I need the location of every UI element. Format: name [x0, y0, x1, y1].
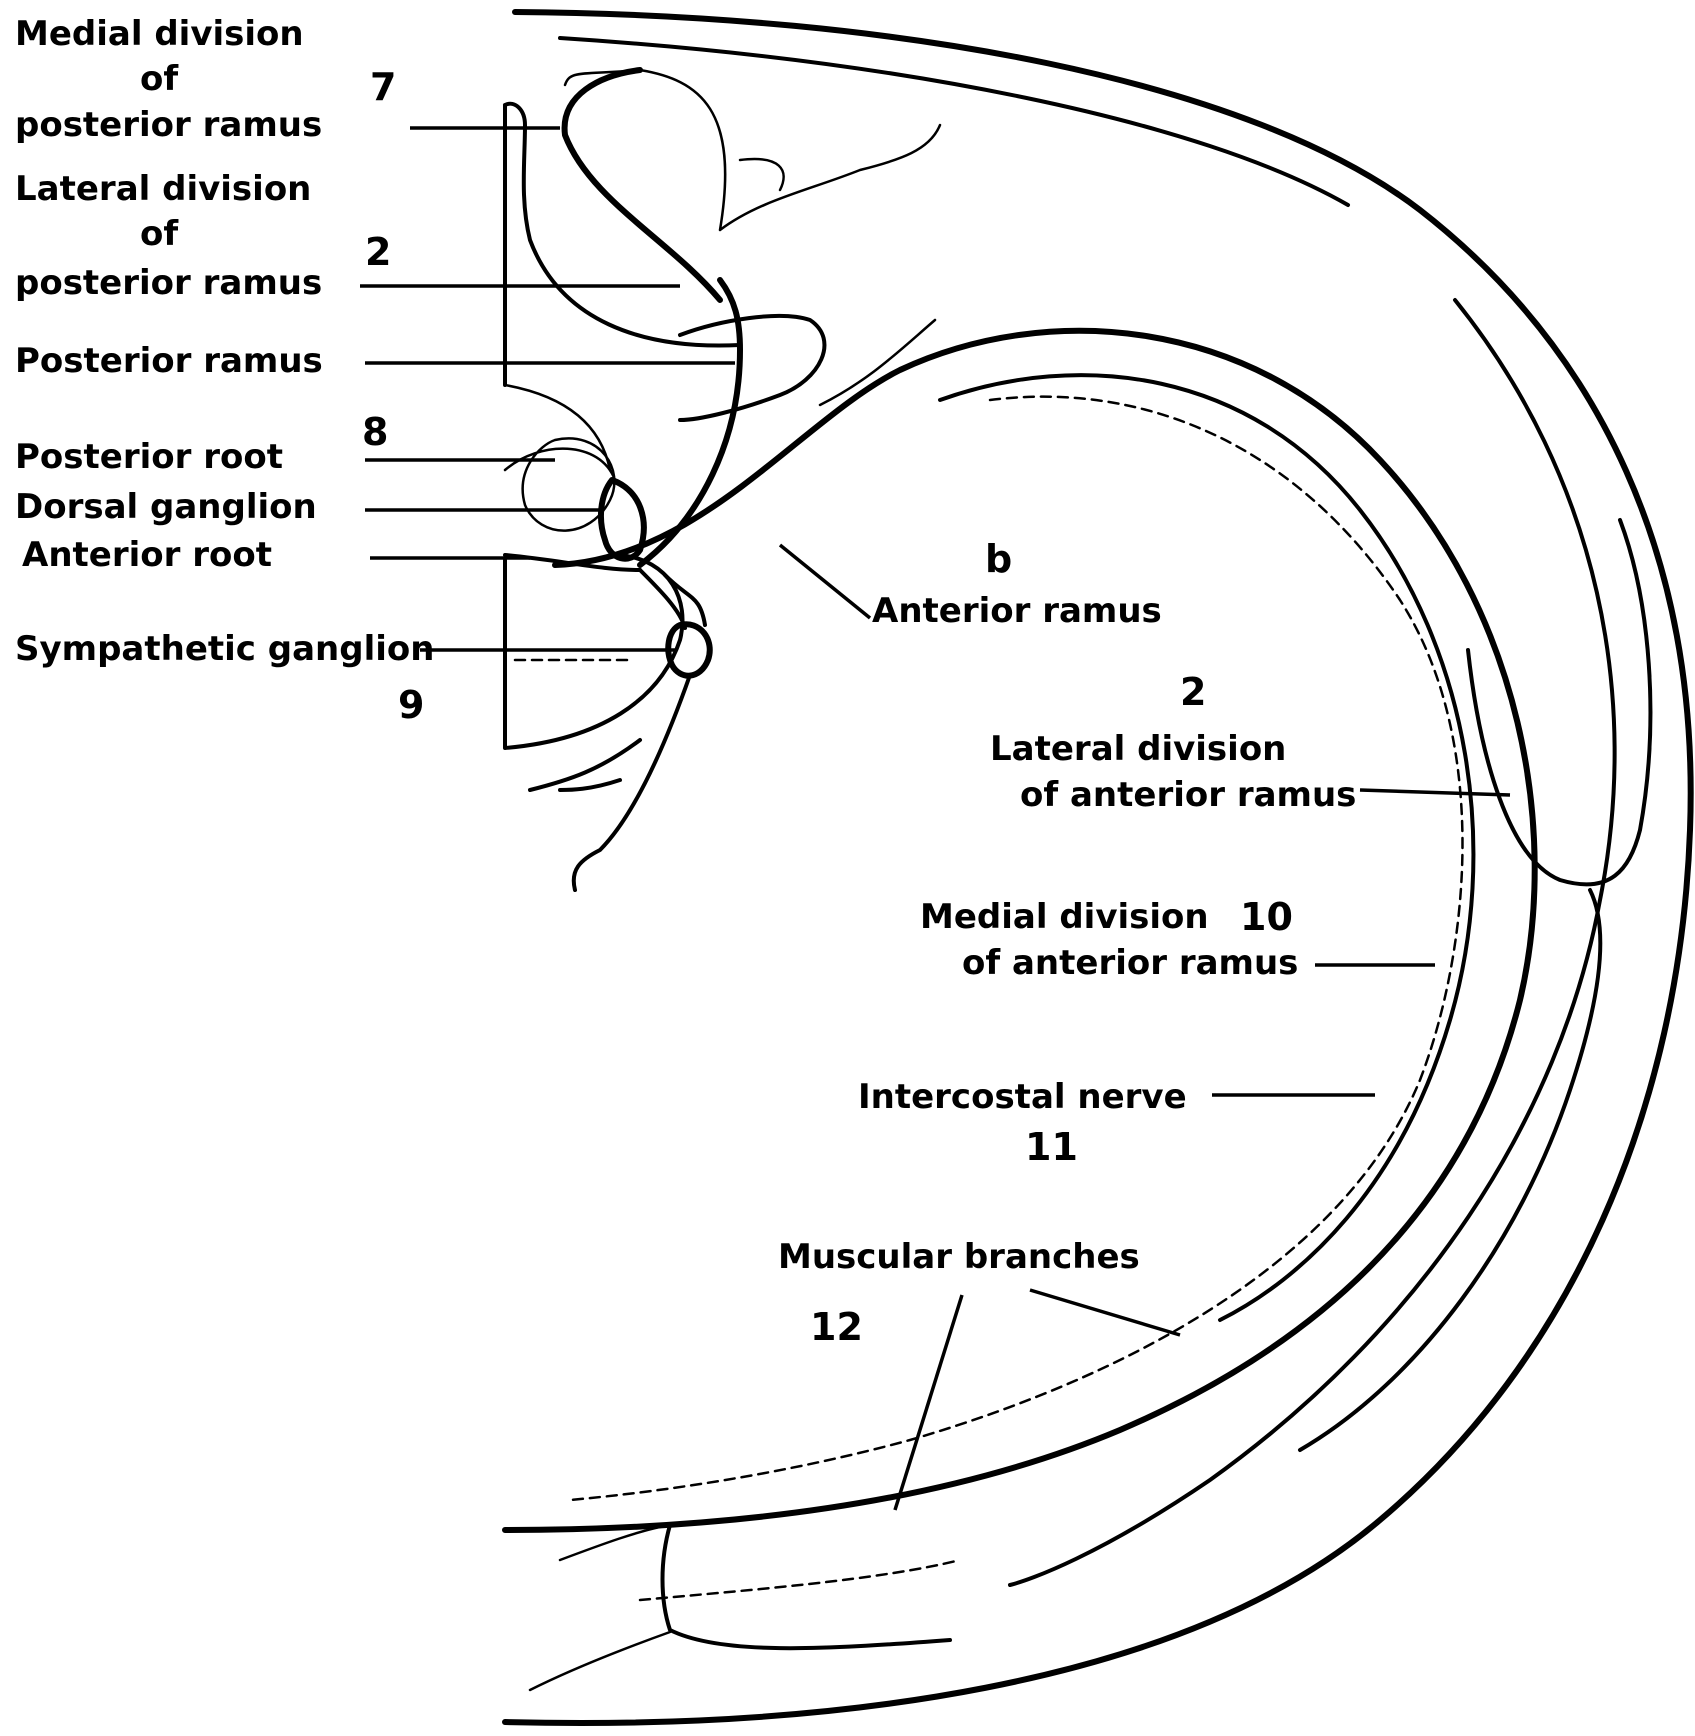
outer-body-wall	[505, 12, 1691, 1723]
label-lateral-posterior-line2: of	[140, 214, 179, 254]
outer-skin-upper	[560, 38, 1348, 205]
lower-branch-left-2	[530, 1632, 670, 1690]
handwritten-number-7: 10	[1240, 895, 1293, 939]
lower-anterior-loop	[663, 1525, 951, 1648]
label-intercostal-nerve: Intercostal nerve	[858, 1077, 1187, 1117]
handwritten-number-8: 11	[1025, 1125, 1078, 1169]
label-lateral-posterior-line1: Lateral division	[15, 169, 311, 209]
leader-lateral-anterior	[1360, 790, 1510, 795]
handwritten-number-4: 9	[398, 683, 424, 727]
label-posterior-ramus: Posterior ramus	[15, 341, 323, 381]
leader-lines	[360, 128, 1510, 1510]
label-posterior-root: Posterior root	[15, 437, 283, 477]
body-wall-outlines	[505, 12, 1691, 1723]
spinal-region	[505, 70, 940, 890]
innermost-membrane-dashed	[640, 1560, 960, 1600]
medial-posterior-branch	[565, 70, 720, 300]
lateral-division-loop	[1468, 520, 1650, 884]
label-medial-posterior-line3: posterior ramus	[15, 105, 322, 145]
leader-muscular-1	[895, 1295, 962, 1510]
handwritten-number-9: 12	[810, 1305, 863, 1349]
posterior-root-loops	[505, 438, 615, 530]
label-dorsal-ganglion: Dorsal ganglion	[15, 487, 317, 527]
label-lateral-anterior-line1: Lateral division	[990, 729, 1286, 769]
label-medial-anterior-line2: of anterior ramus	[962, 943, 1298, 983]
label-anterior-root: Anterior root	[22, 535, 272, 575]
handwritten-number-group: 7 2 8 9 b 2 10 11 12	[362, 65, 1293, 1349]
label-sympathetic-ganglion: Sympathetic ganglion	[15, 629, 434, 669]
rami-communicantes	[640, 570, 705, 628]
label-group: Medial division of posterior ramus Later…	[15, 14, 1356, 1277]
inner-muscle-layer	[940, 375, 1473, 1320]
label-medial-posterior-line2: of	[140, 59, 179, 99]
transverse-process	[680, 316, 824, 420]
label-anterior-ramus: Anterior ramus	[872, 591, 1162, 631]
handwritten-number-6: 2	[1180, 670, 1206, 714]
label-medial-posterior-line1: Medial division	[15, 14, 304, 54]
handwritten-number-2: 2	[365, 230, 391, 274]
label-lateral-anterior-line2: of anterior ramus	[1020, 775, 1356, 815]
label-lateral-posterior-line3: posterior ramus	[15, 263, 322, 303]
sympathetic-chain-down	[530, 675, 690, 890]
vertebra-outline	[505, 104, 740, 385]
handwritten-number-5: b	[985, 537, 1012, 581]
label-medial-anterior-line1: Medial division	[920, 897, 1209, 937]
handwritten-number-3: 8	[362, 410, 388, 454]
leader-muscular-2	[1030, 1290, 1180, 1335]
label-muscular-branches: Muscular branches	[778, 1237, 1140, 1277]
handwritten-number-1: 7	[370, 65, 396, 109]
leader-anterior-ramus	[780, 545, 870, 618]
